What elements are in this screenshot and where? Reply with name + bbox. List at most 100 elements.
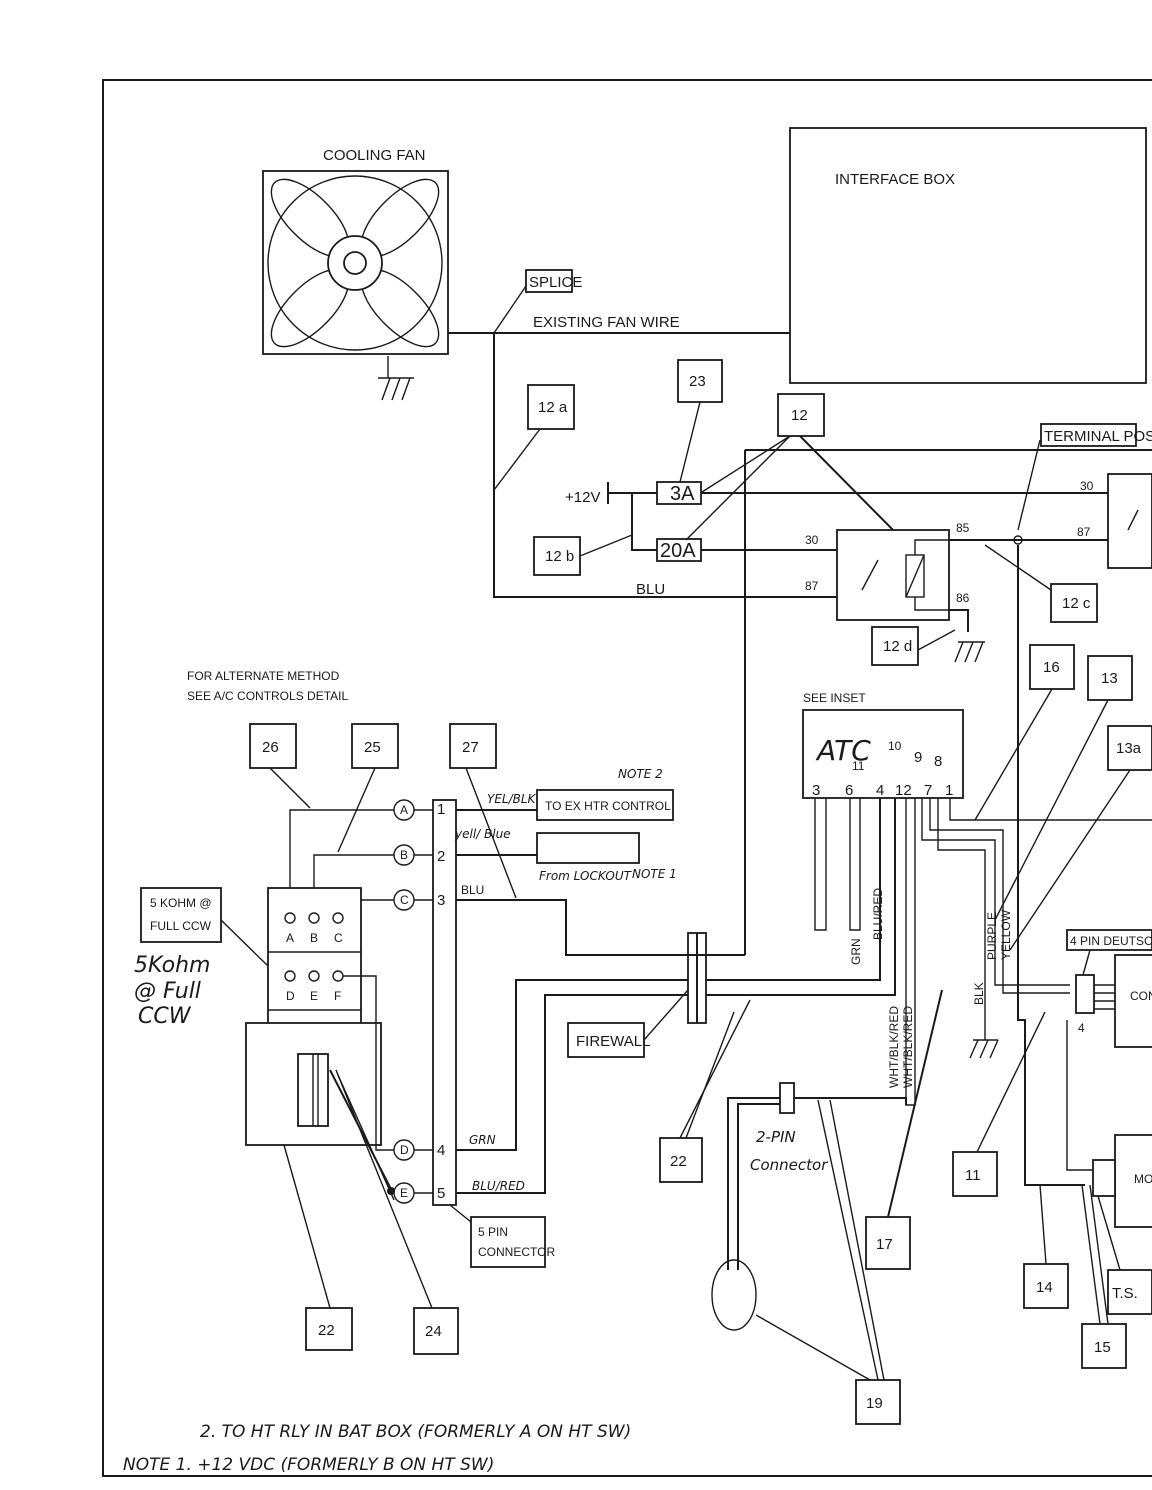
hand-ccw: CCW (138, 1004, 192, 1029)
callout-24: 24 (335, 1069, 459, 1355)
four-pin-number: 4 (1078, 1021, 1085, 1035)
atc-pin-10: 10 (888, 739, 902, 753)
svg-text:19: 19 (866, 1395, 883, 1412)
lockout-box (536, 832, 640, 864)
callout-12a: 12 a (493, 384, 575, 491)
interface-box-label: INTERFACE BOX (835, 171, 955, 188)
five-pin-box (470, 1216, 546, 1268)
callout-27: 27 (449, 723, 517, 899)
callout-12b: 12 b (533, 534, 633, 576)
note-line-1: NOTE 1. +12 VDC (FORMERLY B ON HT SW) (123, 1455, 494, 1475)
yel-blk-label: YEL/BLK (487, 792, 537, 806)
svg-text:22: 22 (670, 1153, 687, 1170)
svg-text:D: D (400, 1143, 409, 1157)
from-lockout-label: From LOCKOUT (539, 869, 633, 883)
svg-text:4: 4 (437, 1142, 445, 1159)
svg-text:15: 15 (1094, 1339, 1111, 1356)
atc-pin-11: 11 (852, 759, 865, 773)
callout-15: 15 (1081, 1184, 1127, 1369)
firewall-label: FIREWALL (576, 1033, 650, 1050)
terminal-post-box (1040, 423, 1137, 447)
five-pin-label-1: 5 PIN (478, 1225, 508, 1239)
relay-pin-87: 87 (805, 579, 819, 593)
blu-red-label-mid: BLU/RED (472, 1179, 525, 1193)
two-pin-connector (779, 1082, 795, 1114)
purple-label: PURPLE (985, 912, 999, 960)
svg-text:1: 1 (437, 801, 445, 818)
existing-fan-wire-label: EXISTING FAN WIRE (533, 314, 680, 331)
svg-text:26: 26 (262, 739, 279, 756)
motor-label: MOT (1134, 1172, 1152, 1186)
fuse-3a-label: 3A (670, 483, 695, 505)
alt-method-line-1: FOR ALTERNATE METHOD (187, 669, 340, 683)
svg-text:16: 16 (1043, 659, 1060, 676)
svg-text:25: 25 (364, 739, 381, 756)
splice-box (525, 269, 573, 293)
svg-text:C: C (400, 893, 409, 907)
diagram-frame (102, 79, 1152, 1477)
atc-module: SEE INSET ATC 11 10 9 8 3 6 4 12 7 1 (802, 691, 964, 799)
atc-pin-8: 8 (934, 753, 942, 770)
blu-label-mid: BLU (461, 883, 484, 897)
svg-text:22: 22 (318, 1322, 335, 1339)
potentiometer-assembly: A B C D E F (245, 887, 382, 1146)
relay2-pin-87: 87 (1077, 525, 1091, 539)
pot-box-line-2: FULL CCW (150, 919, 212, 933)
blu-wire-label: BLU (636, 581, 665, 598)
five-pin-label-2: CONNECTOR (478, 1245, 555, 1259)
callout-22-left: 22 (283, 1144, 353, 1351)
svg-text:E: E (310, 989, 318, 1003)
note-line-2: 2. TO HT RLY IN BAT BOX (FORMERLY A ON H… (200, 1422, 631, 1442)
splice-label: SPLICE (529, 274, 582, 291)
blu-red-vertical-label: BLU/RED (871, 888, 885, 940)
conn-letter-circles: A B C D E (393, 799, 415, 1204)
svg-text:12 a: 12 a (538, 399, 568, 416)
svg-text:11: 11 (965, 1167, 981, 1184)
callout-12: 12 (685, 393, 894, 541)
plus12v-label: +12V (565, 489, 600, 506)
atc-pin-7: 7 (924, 782, 932, 799)
terminal-post-label: TERMINAL POST (1044, 428, 1152, 445)
svg-text:23: 23 (689, 373, 706, 390)
atc-pin-1: 1 (945, 782, 953, 799)
svg-text:27: 27 (462, 739, 479, 756)
pot-callout-box (140, 887, 222, 943)
motor-box (1114, 1134, 1152, 1228)
four-pin-label: 4 PIN DEUTSCH (1070, 934, 1152, 948)
to-ex-htr-label: TO EX HTR CONTROL (545, 799, 671, 813)
relay-pin-85: 85 (956, 521, 970, 535)
cooling-fan: COOLING FAN (262, 147, 449, 401)
atc-pin-6: 6 (845, 782, 853, 799)
callout-13: 13 (994, 655, 1133, 921)
callout-12d: 12 d (871, 626, 956, 666)
yellow-label: YELLOW (999, 909, 1013, 960)
ex-htr-box (536, 789, 674, 821)
wht-blk-red-label-2: WHT/BLK/RED (901, 1006, 915, 1088)
interface-box: INTERFACE BOX (789, 127, 1147, 384)
note2-tag: NOTE 2 (618, 767, 663, 781)
atc-pin-4: 4 (876, 782, 884, 799)
callout-22-right: 22 (659, 999, 751, 1183)
relay-12-second: 30 87 (1077, 473, 1152, 569)
svg-text:17: 17 (876, 1236, 893, 1253)
fuse-20a-label: 20A (660, 540, 696, 562)
svg-text:A: A (400, 803, 408, 817)
svg-text:F: F (334, 989, 341, 1003)
sensor-bulb (711, 1259, 757, 1331)
blk-label: BLK (972, 982, 986, 1005)
svg-text:E: E (400, 1186, 408, 1200)
terminal-strip (432, 799, 457, 1206)
atc-pin-12: 12 (895, 782, 912, 799)
four-pin-connector (1075, 974, 1095, 1014)
atc-pin-3: 3 (812, 782, 820, 799)
svg-text:C: C (334, 931, 343, 945)
callout-11: 11 (952, 1011, 1046, 1197)
svg-text:14: 14 (1036, 1279, 1053, 1296)
yell-blue-label: yell/ Blue (454, 827, 511, 841)
pot-box-line-1: 5 KOHM @ (150, 896, 212, 910)
relay-pin-86: 86 (956, 591, 970, 605)
svg-text:24: 24 (425, 1323, 442, 1340)
controller-box (1114, 954, 1152, 1048)
two-pin-label-2: Connector (750, 1156, 828, 1174)
